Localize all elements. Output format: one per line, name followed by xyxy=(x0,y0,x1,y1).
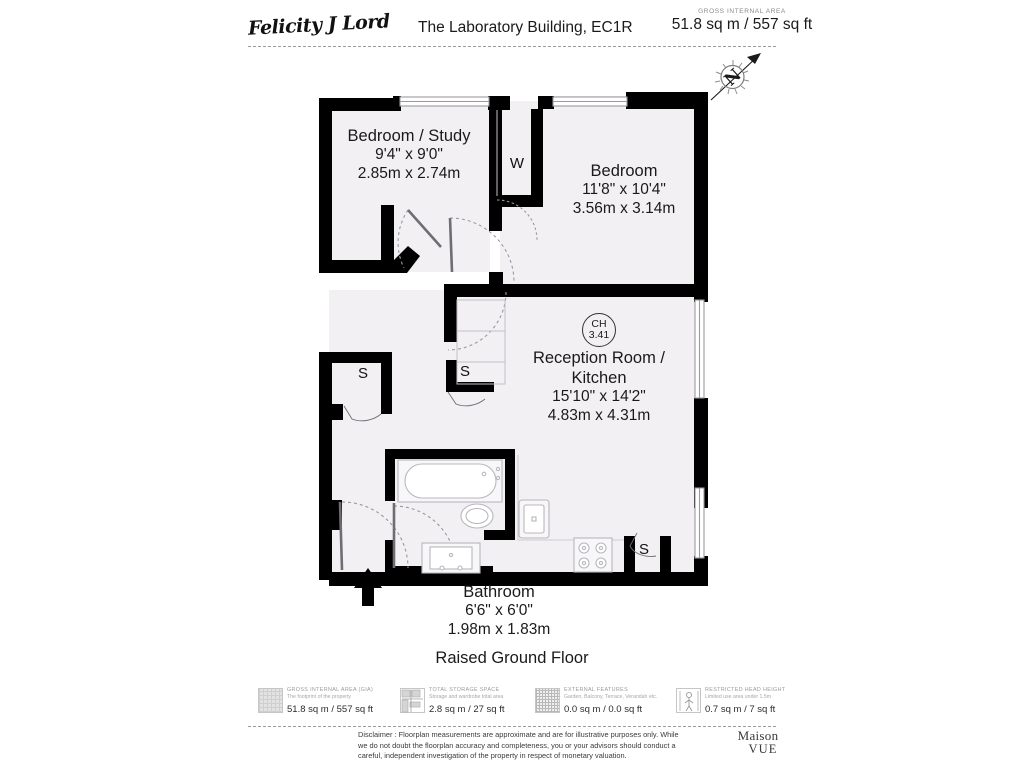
legend-subtitle: Storage and wardrobe total area xyxy=(429,694,504,701)
room-dim-metric: 1.98m x 1.83m xyxy=(447,621,551,639)
entrance-arrow-icon xyxy=(354,568,382,606)
toilet-seat xyxy=(465,507,489,525)
walls xyxy=(319,92,708,586)
legend-value: 51.8 sq m / 557 sq ft xyxy=(287,703,374,715)
sink-drain xyxy=(531,516,537,522)
gia-hatch-swatch-icon xyxy=(258,688,283,713)
bathroom-fixtures xyxy=(397,459,503,574)
bath-inner xyxy=(404,463,497,499)
cupboard-door-marks xyxy=(343,391,657,557)
room-name: Bedroom xyxy=(590,162,658,180)
ceiling-height-value: 3.41 xyxy=(588,329,610,341)
storage-plan-swatch-icon xyxy=(400,688,425,713)
basin-tap xyxy=(448,552,454,558)
cupboard-internals xyxy=(456,110,506,385)
brand-line-1: Maison xyxy=(737,728,779,743)
room-dim-metric: 3.56m x 3.14m xyxy=(572,200,676,218)
head-height-person-swatch-icon xyxy=(676,688,701,713)
room-dim-imperial: 9'4" x 9'0" xyxy=(375,146,443,164)
room-label-bedroom: Bedroom 11'8" x 10'4" 3.56m x 3.14m xyxy=(544,161,704,219)
hob xyxy=(573,537,613,573)
legend-title: GROSS INTERNAL AREA (GIA) xyxy=(287,687,374,693)
basin-bowl xyxy=(429,546,473,570)
room-name: Reception Room / xyxy=(532,349,666,367)
room-dim-metric: 2.85m x 2.74m xyxy=(357,165,461,183)
brand-line-2: VUE xyxy=(748,742,778,757)
legend-row: GROSS INTERNAL AREA (GIA) The footprint … xyxy=(258,686,785,722)
room-label-bedroom-study: Bedroom / Study 9'4" x 9'0" 2.85m x 2.74… xyxy=(339,126,479,184)
brand-logo: Maison VUE xyxy=(712,728,804,757)
wardrobe-tag: W xyxy=(509,155,525,172)
gia-caption: GROSS INTERNAL AREA xyxy=(698,8,786,15)
legend-subtitle: Limited use area under 1.5m xyxy=(705,694,772,701)
legend-subtitle: The footprint of the property xyxy=(287,694,352,701)
room-dim-imperial: 6'6" x 6'0" xyxy=(465,602,533,620)
kitchen-fixtures xyxy=(517,455,624,573)
storage-tag-kitchen: S xyxy=(638,541,649,558)
legend-title: RESTRICTED HEAD HEIGHT xyxy=(705,687,786,693)
footer-divider xyxy=(248,726,776,727)
gross-internal-area-block: GROSS INTERNAL AREA 51.8 sq m / 557 sq f… xyxy=(632,8,852,34)
legend-item-gia: GROSS INTERNAL AREA (GIA) The footprint … xyxy=(258,686,373,715)
bath-tap xyxy=(481,471,487,477)
floor-title: Raised Ground Floor xyxy=(435,649,589,667)
storage-tag-left: S xyxy=(357,365,368,382)
page-title: The Laboratory Building, EC1R xyxy=(418,19,633,36)
legend-title: TOTAL STORAGE SPACE xyxy=(429,687,500,693)
windows xyxy=(399,96,705,559)
legend-subtitle: Garden, Balcony, Terrace, Verandah etc. xyxy=(564,694,658,701)
external-hatch-swatch-icon xyxy=(535,688,560,713)
room-dim-imperial: 15'10" x 14'2" xyxy=(552,388,646,406)
legend-item-external: EXTERNAL FEATURES Garden, Balcony, Terra… xyxy=(535,686,657,715)
legend-item-head-height: RESTRICTED HEAD HEIGHT Limited use area … xyxy=(676,686,785,715)
legend-value: 2.8 sq m / 27 sq ft xyxy=(429,703,505,715)
header: Felicity J Lord The Laboratory Building,… xyxy=(0,0,1024,52)
north-arrow-icon: N xyxy=(703,50,767,106)
legend-item-storage: TOTAL STORAGE SPACE Storage and wardrobe… xyxy=(400,686,505,715)
legend-title: EXTERNAL FEATURES xyxy=(564,687,629,693)
disclaimer-text: Disclaimer : Floorplan measurements are … xyxy=(358,730,679,761)
legend-value: 0.7 sq m / 7 sq ft xyxy=(705,703,776,715)
room-name-line2: Kitchen xyxy=(571,369,627,388)
storage-tag-hall: S xyxy=(459,363,470,380)
room-name: Bathroom xyxy=(463,583,535,601)
room-dim-metric: 4.83m x 4.31m xyxy=(547,407,651,425)
room-dim-imperial: 11'8" x 10'4" xyxy=(582,181,666,199)
floor-fill xyxy=(329,96,700,580)
gia-value: 51.8 sq m / 557 sq ft xyxy=(671,16,813,33)
ceiling-height-badge: CH 3.41 xyxy=(582,313,616,347)
room-label-reception-kitchen: Reception Room / Kitchen 15'10" x 14'2" … xyxy=(514,348,684,426)
header-divider xyxy=(248,46,776,47)
legend-value: 0.0 sq m / 0.0 sq ft xyxy=(564,703,643,715)
ceiling-height-label: CH xyxy=(591,317,607,330)
room-label-bathroom: Bathroom 6'6" x 6'0" 1.98m x 1.83m xyxy=(389,582,609,640)
room-name: Bedroom / Study xyxy=(347,127,471,145)
